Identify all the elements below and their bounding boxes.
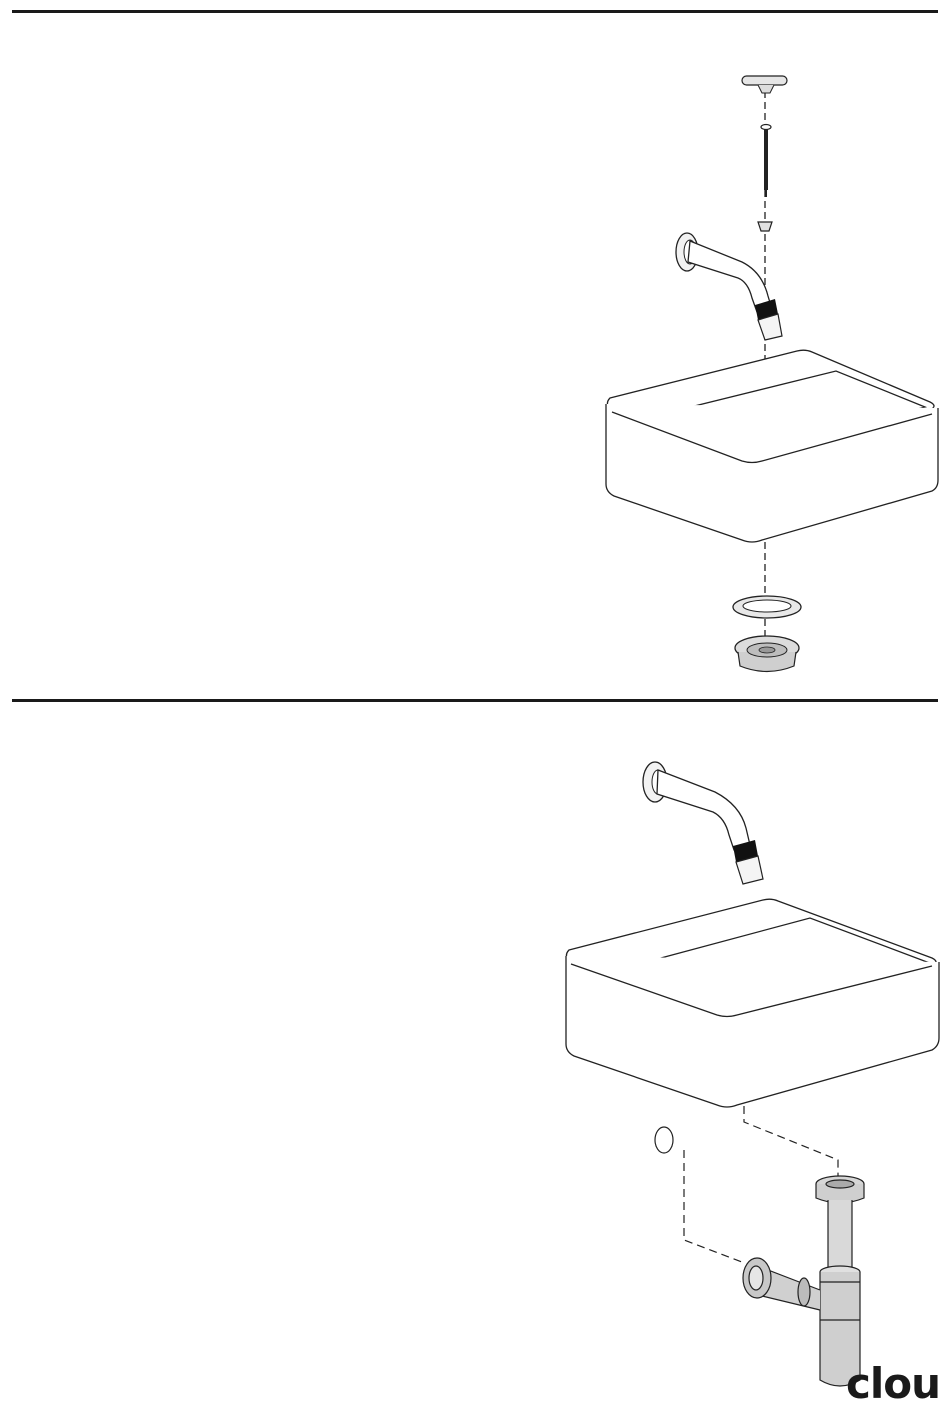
wall-outlet-icon — [655, 1127, 673, 1153]
trap-connector-lines — [684, 1106, 838, 1262]
screw-icon — [761, 125, 771, 198]
cover-cap-icon — [742, 76, 787, 93]
anchor-icon — [758, 222, 772, 231]
step-2-panel — [0, 702, 950, 1413]
faucet-icon — [643, 762, 763, 884]
basin-icon — [566, 899, 939, 1107]
exploded-assembly-diagram — [0, 13, 950, 699]
washer-icon — [733, 596, 801, 618]
bottle-trap-icon — [743, 1176, 864, 1386]
basin-icon — [606, 350, 938, 542]
brand-logo: clou — [846, 1363, 940, 1405]
step-1-panel — [0, 13, 950, 699]
assembled-diagram — [0, 702, 950, 1413]
faucet-icon — [676, 233, 782, 340]
drain-plug-icon — [735, 636, 799, 672]
